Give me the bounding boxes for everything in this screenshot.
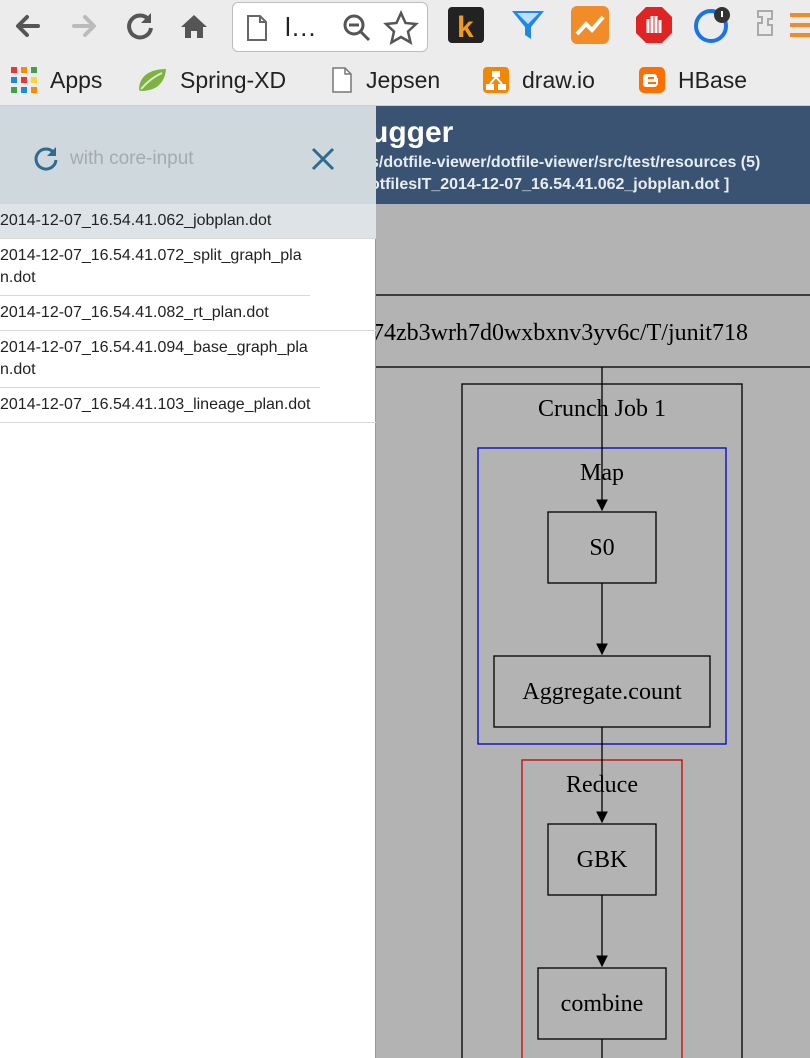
zoom-icon[interactable]	[341, 12, 373, 44]
bookmark-hbase[interactable]: HBase	[638, 64, 747, 96]
reload-icon[interactable]	[122, 8, 158, 44]
spring-leaf-icon	[139, 69, 166, 91]
source-node	[376, 294, 810, 368]
svg-text:k: k	[457, 11, 474, 44]
source-node-label: 74zb3wrh7d0wxbxnv3yv6c/T/junit718	[376, 320, 748, 346]
page-icon	[332, 67, 352, 93]
file-list: 2014-12-07_16.54.41.062_jobplan.dot 2014…	[0, 204, 376, 423]
menu-icon[interactable]	[788, 5, 810, 45]
file-item[interactable]: 2014-12-07_16.54.41.062_jobplan.dot	[0, 204, 376, 239]
browser-toolbar: l… k	[0, 0, 810, 56]
bookmark-apps[interactable]: Apps	[10, 64, 102, 96]
page-icon	[247, 15, 267, 41]
filter-input[interactable]	[70, 142, 280, 176]
app-path: s/dotfile-viewer/dotfile-viewer/src/test…	[370, 154, 761, 171]
bookmark-label: draw.io	[522, 66, 595, 93]
file-item[interactable]: 2014-12-07_16.54.41.072_split_graph_plan…	[0, 239, 310, 296]
bookmarks-bar: Apps Spring-XD Jepsen draw.io HBase	[0, 56, 810, 106]
bookmark-label: Jepsen	[366, 66, 441, 93]
graph-canvas: 74zb3wrh7d0wxbxnv3yv6c/T/junit718 Crunch…	[376, 204, 810, 1058]
node-combine-label: combine	[561, 991, 644, 1017]
tab-title: l…	[285, 12, 317, 42]
bookmark-spring-xd[interactable]: Spring-XD	[136, 64, 286, 96]
apps-grid-icon	[11, 67, 37, 93]
bookmark-star-icon[interactable]	[383, 10, 419, 46]
app-current-file: otfilesIT_2014-12-07_16.54.41.062_jobpla…	[370, 176, 730, 193]
bookmark-drawio[interactable]: draw.io	[482, 64, 595, 96]
bookmark-label: HBase	[678, 66, 748, 93]
node-gbk-label: GBK	[577, 847, 628, 873]
blogger-icon	[639, 67, 665, 93]
close-icon[interactable]	[308, 144, 338, 174]
funnel-icon[interactable]	[508, 5, 548, 45]
node-s0-label: S0	[589, 535, 614, 561]
bookmark-jepsen[interactable]: Jepsen	[330, 64, 440, 96]
dot-graph: 74zb3wrh7d0wxbxnv3yv6c/T/junit718 Crunch…	[376, 294, 810, 1058]
clock-badge-icon[interactable]	[692, 5, 732, 45]
refresh-icon[interactable]	[32, 144, 60, 172]
file-item[interactable]: 2014-12-07_16.54.41.103_lineage_plan.dot	[0, 388, 376, 423]
drawio-icon	[483, 67, 509, 93]
address-bar[interactable]: l…	[232, 2, 428, 52]
kanbanery-k-icon[interactable]: k	[446, 5, 486, 45]
bookmark-label: Apps	[50, 66, 103, 93]
back-arrow-icon[interactable]	[10, 8, 46, 44]
puzzle-icon[interactable]	[752, 5, 780, 45]
forward-arrow-icon[interactable]	[66, 8, 102, 44]
chart-trend-icon[interactable]	[570, 5, 610, 45]
app-title: ugger	[370, 116, 454, 149]
file-drawer: 2014-12-07_16.54.41.062_jobplan.dot 2014…	[0, 106, 376, 1058]
node-aggregate-count-label: Aggregate.count	[522, 679, 682, 705]
stop-hand-icon[interactable]	[634, 5, 674, 45]
drawer-header	[0, 106, 376, 204]
file-item[interactable]: 2014-12-07_16.54.41.082_rt_plan.dot	[0, 296, 376, 331]
file-item[interactable]: 2014-12-07_16.54.41.094_base_graph_plan.…	[0, 331, 320, 388]
home-icon[interactable]	[176, 8, 212, 44]
bookmark-label: Spring-XD	[180, 66, 287, 93]
